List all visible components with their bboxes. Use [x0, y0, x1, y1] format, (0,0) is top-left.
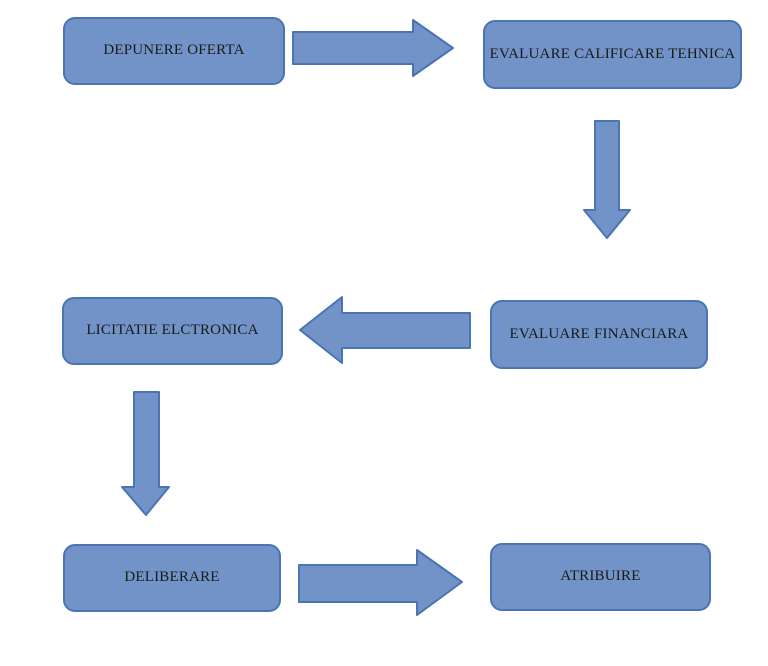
- arrow-right-icon-deliberare-to-atribuire: [297, 548, 464, 617]
- flow-node-label: EVALUARE FINANCIARA: [509, 325, 689, 342]
- flow-node-deliberare: DELIBERARE: [63, 544, 281, 612]
- flow-node-atribuire: ATRIBUIRE: [490, 543, 711, 611]
- flow-node-label: DEPUNERE OFERTA: [103, 42, 245, 59]
- arrow-left-icon-financiara-to-licitatie: [298, 295, 472, 365]
- flow-node-depunere-oferta: DEPUNERE OFERTA: [63, 17, 285, 85]
- flow-node-label: EVALUARE CALIFICARE TEHNICA: [489, 45, 736, 62]
- arrow-down-icon-calificare-to-financiara: [582, 119, 632, 240]
- flow-node-label: ATRIBUIRE: [560, 568, 641, 585]
- flow-node-evaluare-financiara: EVALUARE FINANCIARA: [490, 300, 708, 369]
- flow-node-label: LICITATIE ELCTRONICA: [86, 322, 259, 339]
- arrow-right-icon-depunere-to-calificare: [291, 18, 455, 78]
- flow-node-label: DELIBERARE: [124, 569, 220, 586]
- flow-node-licitatie-elctronica: LICITATIE ELCTRONICA: [62, 297, 283, 365]
- flow-node-evaluare-calificare-tehnica: EVALUARE CALIFICARE TEHNICA: [483, 20, 742, 89]
- arrow-down-icon-licitatie-to-deliberare: [120, 390, 171, 517]
